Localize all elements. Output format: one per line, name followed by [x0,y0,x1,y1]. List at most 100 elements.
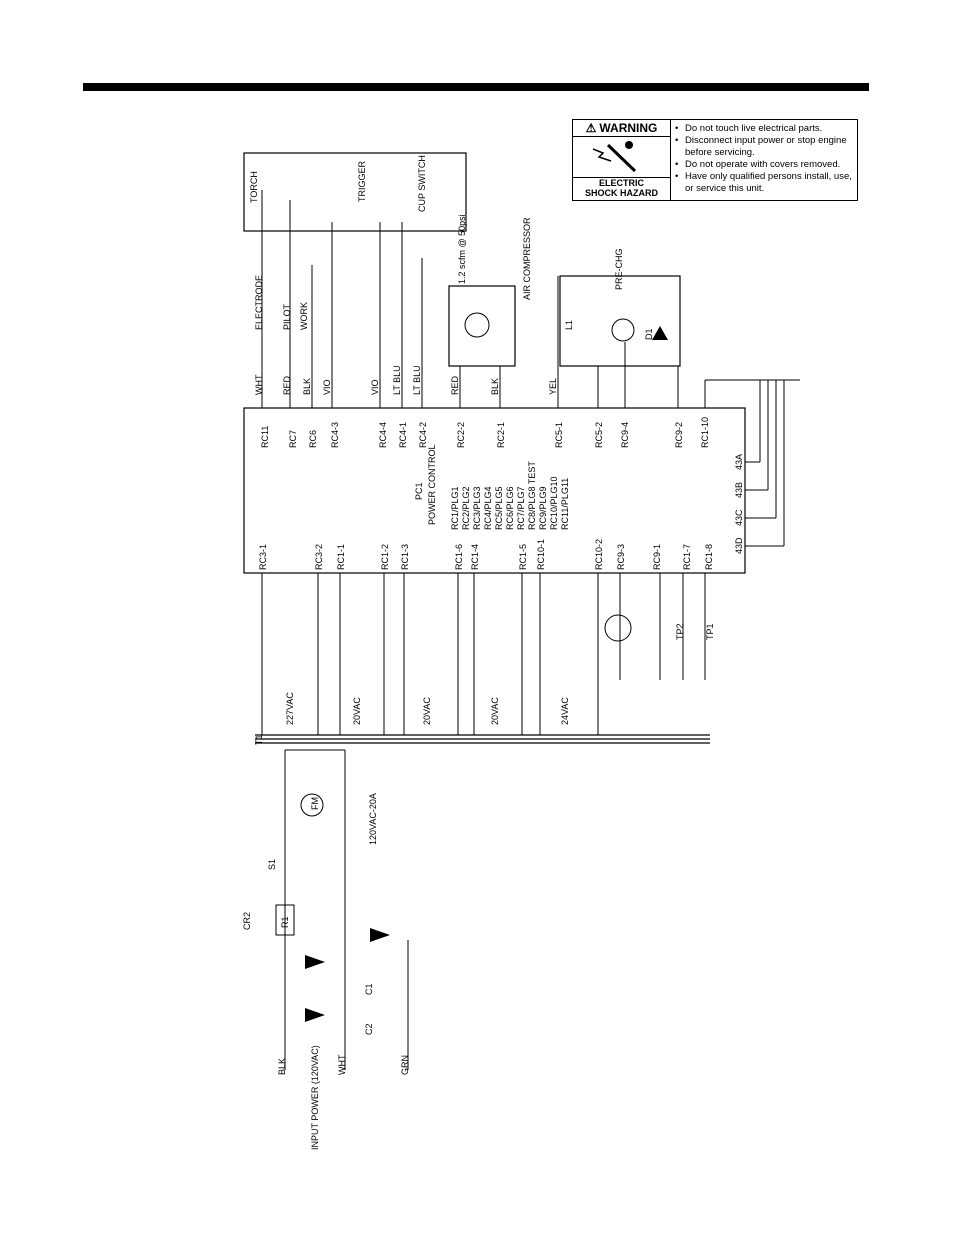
ground-point-label: 43C [734,509,744,526]
plug-label: RC11/PLG11 [560,478,570,530]
input-wire-label: GRN [400,1055,410,1075]
cr2-label: CR2 [242,912,252,930]
connector-label: RC11 [260,426,270,448]
input-power-label: INPUT POWER (120VAC) [310,1045,320,1150]
air-compressor-label: AIR COMPRESSOR [522,217,532,300]
secondary-voltage-label: 20VAC [352,697,362,725]
electrode-label: ELECTRODE [254,275,264,330]
warning-item: Do not operate with covers removed. [675,159,853,171]
hazard-line-2: SHOCK HAZARD [585,188,658,198]
connector-label: RC9-3 [616,544,626,570]
upper-wires [261,190,800,408]
connector-label: RC7 [288,430,298,448]
wire-color-label: BLK [490,378,500,395]
fm-label: FM [310,797,320,810]
torch-label: TORCH [249,171,259,203]
connector-label: RC4-3 [330,422,340,448]
wire-color-label: WHT [254,374,264,395]
wire-color-label: YEL [548,378,558,395]
torch-assembly-box [243,152,467,232]
input-wire-label: BLK [277,1058,287,1075]
pre-chg-label: PRE-CHG [614,248,624,290]
t1-label: T1 [254,734,264,745]
fm-fan-motor-icon [300,793,324,817]
transformer-rating-label: 120VAC-20A [368,793,378,845]
ac1-motor-icon [464,312,490,338]
c1-label: C1 [364,983,374,995]
transformer-t1-core [255,734,710,744]
warning-triangle-icon: ⚠ [585,121,597,135]
warning-item: Disconnect input power or stop engine be… [675,135,853,159]
s1-label: S1 [267,859,277,870]
varistor-symbols [305,928,390,1022]
warning-symbol-panel: ⚠ WARNING ELECTRIC SHOCK HAZARD [573,120,671,200]
tp2-label: TP2 [675,623,685,640]
top-rule [83,83,869,91]
connector-label: RC5-2 [594,422,604,448]
d1-diode-icon [652,326,668,340]
connector-label: RC1-5 [518,544,528,570]
c2-label: C2 [364,1023,374,1035]
r1-resistor-icon [275,904,295,936]
plug-label: RC1/PLG1 [450,486,460,530]
l1-label: L1 [564,320,574,330]
ground-point-label: 43B [734,482,744,498]
pc1-label: PC1 [414,482,424,500]
power-control-label: POWER CONTROL [427,444,437,525]
wire-color-label: VIO [370,379,380,395]
electric-shock-icon [592,141,637,173]
lower-wires [261,573,706,735]
connector-label: RC10-1 [536,539,546,570]
connector-label: RC9-2 [674,422,684,448]
connector-label: RC1-6 [454,544,464,570]
connector-label: RC6 [308,430,318,448]
wire-color-label: LT BLU [412,365,422,395]
warning-heading-text: WARNING [599,121,658,135]
l1-section-box [559,275,681,367]
plug-label: RC3/PLG3 [472,486,482,530]
connector-label: RC2-1 [496,422,506,448]
air-flow-label: 1.2 scfm @ 50psi [457,214,467,284]
connector-label: RC9-1 [652,544,662,570]
connector-label: RC1-3 [400,544,410,570]
connector-label: RC4-4 [378,422,388,448]
connector-label: RC1-10 [700,417,710,448]
connector-label: RC4-2 [418,422,428,448]
tp1-label: TP1 [705,623,715,640]
ground-point-label: 43A [734,454,744,470]
secondary-voltage-label: 24VAC [560,697,570,725]
plug-label: RC10/PLG10 [549,476,559,530]
r1-label: R1 [280,916,290,928]
trigger-label: TRIGGER [357,160,367,202]
d1-label: D1 [644,328,654,340]
connector-label: RC3-2 [314,544,324,570]
hazard-line-1: ELECTRIC [599,178,644,188]
plug-label: RC7/PLG7 [516,486,526,530]
secondary-voltage-label: 227VAC [285,692,295,725]
warning-hazard-caption: ELECTRIC SHOCK HAZARD [573,177,670,200]
connector-label: RC2-2 [456,422,466,448]
connector-label: RC4-1 [398,422,408,448]
air-compressor-box [448,285,516,367]
ground-wires [745,380,785,547]
connector-label: RC10-2 [594,539,604,570]
plug-label: RC4/PLG4 [483,486,493,530]
wire-color-label: RED [282,375,292,395]
pilot-label: PILOT [282,303,292,330]
warning-list: Do not touch live electrical parts. Disc… [675,123,853,195]
plug-label: RC2/PLG2 [461,486,471,530]
connector-label: RC1-1 [336,544,346,570]
warning-label: ⚠ WARNING ELECTRIC SHOCK HAZARD Do not t… [572,119,858,201]
ground-point-label: 43D [734,537,744,554]
plug-label: RC9/PLG9 [538,486,548,530]
input-wire-label: WHT [337,1054,347,1075]
secondary-voltage-label: 20VAC [490,697,500,725]
connector-label: RC3-1 [258,544,268,570]
cr1-relay-coil-icon [604,614,632,642]
warning-heading: ⚠ WARNING [573,120,670,137]
connector-label: RC9-4 [620,422,630,448]
connector-label: RC1-2 [380,544,390,570]
warning-item: Do not touch live electrical parts. [675,123,853,135]
connector-label: RC1-8 [704,544,714,570]
